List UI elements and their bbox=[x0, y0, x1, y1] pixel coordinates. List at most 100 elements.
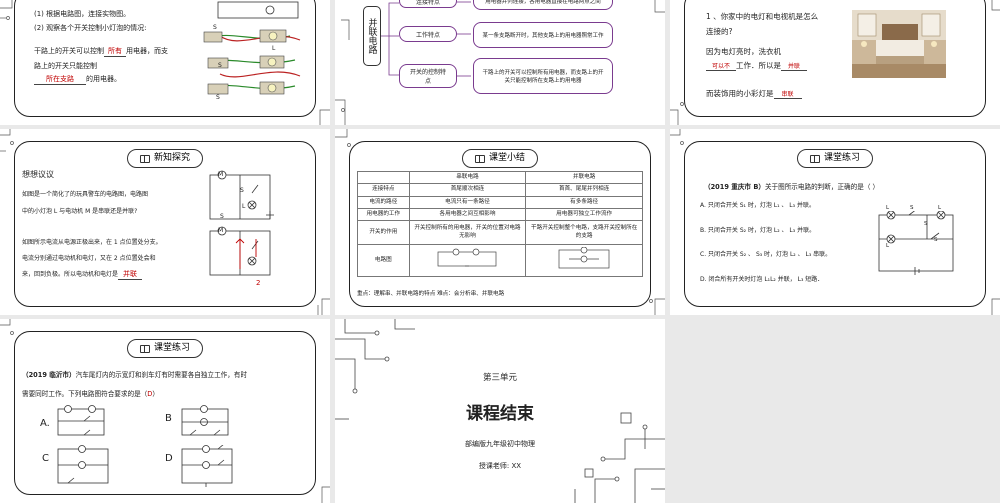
section-tag: 课堂小结 bbox=[461, 149, 539, 168]
label-s3: S bbox=[934, 237, 938, 243]
question-2: (2) 观察各个开关控制小灯泡的情况: bbox=[34, 24, 147, 32]
question-line-1: 1 、你家中的电灯和电视机是怎么 bbox=[706, 12, 819, 21]
answer-blank-3: 串联 bbox=[773, 89, 802, 99]
circuit-decoration bbox=[670, 0, 1000, 125]
answer-blank-1: 所有 bbox=[104, 46, 126, 57]
row2-right: 某一条支路断开时，其他支路上的用电器照常工作 bbox=[473, 22, 613, 48]
slide-6[interactable]: 课堂练习 （2019 重庆市 B）关于图所示电路的判断，正确的是（ ） A. 只… bbox=[670, 129, 1000, 315]
label-s1: S bbox=[218, 62, 222, 69]
option-c-circuit bbox=[57, 445, 109, 484]
question-line-2: 连接的? bbox=[706, 27, 733, 36]
option-c-label[interactable]: C bbox=[42, 453, 49, 464]
label-l1: L bbox=[272, 45, 276, 52]
parallel-circuit-diagram bbox=[525, 244, 643, 278]
label-motor-2: M bbox=[218, 227, 224, 234]
option-a[interactable]: A. 只闭合开关 S₁ 时，灯泡 L₁ 、 L₃ 并联。 bbox=[700, 202, 815, 209]
table-row: 电流的路径电流只有一条路径有多条路径 bbox=[357, 195, 643, 209]
paragraph-4: 电流分别通过电动机和电灯，又在 2 点位置处会和 bbox=[22, 255, 156, 262]
label-motor-1: M bbox=[218, 171, 224, 178]
label-l1: L bbox=[886, 205, 890, 211]
flowchart-connectors bbox=[381, 2, 399, 76]
parallel-circuit-label: 并联电路 bbox=[363, 6, 381, 66]
label-s2: S bbox=[216, 94, 220, 101]
option-d[interactable]: D. 闭合所有开关时灯泡 L₁L₂ 并联， L₃ 短路． bbox=[700, 276, 824, 283]
circuit-decoration bbox=[0, 129, 330, 315]
content-panel bbox=[14, 141, 316, 307]
book-icon bbox=[474, 154, 485, 163]
question: （2019 重庆市 B）关于图所示电路的判断，正确的是（ ） bbox=[704, 183, 880, 191]
label-s2: S bbox=[924, 221, 928, 227]
toy-car-circuit-diagrams bbox=[209, 170, 274, 276]
answer-blank: 并联 bbox=[118, 269, 143, 280]
answer: D bbox=[147, 390, 153, 398]
section-title: 想想议议 bbox=[22, 170, 54, 179]
book-icon bbox=[139, 154, 150, 163]
fill-line-3: 所在支路的用电器。 bbox=[34, 74, 121, 85]
label-l2: L bbox=[886, 243, 890, 249]
option-b[interactable]: B. 只闭合开关 S₂ 时，灯泡 L₂ 、 L₃ 并联。 bbox=[700, 227, 816, 234]
circuit-decoration bbox=[0, 0, 330, 125]
section-tag: 课堂练习 bbox=[796, 149, 874, 168]
circuit-decoration bbox=[670, 129, 1000, 315]
circuit-decoration bbox=[335, 319, 665, 503]
content-panel bbox=[684, 141, 986, 307]
summary-footer: 重点：理解串、并联电路的特点 难点：会分析串、并联电路 bbox=[357, 291, 505, 297]
slide-5[interactable]: 课堂小结 串联电路 并联电路 连接特点首尾顺次相连首首、尾尾并列相连 电流的路径… bbox=[335, 129, 665, 315]
section-tag: 课堂练习 bbox=[126, 339, 204, 358]
answer-blank-2: 所在支路 bbox=[34, 74, 86, 85]
summary-table: 串联电路 并联电路 连接特点首尾顺次相连首首、尾尾并列相连 电流的路径电流只有一… bbox=[357, 170, 643, 278]
label-s: S bbox=[213, 24, 217, 31]
paragraph-2: 中的小灯泡 L 与电动机 M 是串联还是并联? bbox=[22, 208, 138, 215]
option-d-circuit bbox=[181, 445, 233, 487]
option-c[interactable]: C. 只闭合开关 S₂ 、 S₃ 时，灯泡 L₂ 、 L₃ 串联。 bbox=[700, 251, 832, 258]
slide-3[interactable]: 1 、你家中的电灯和电视机是怎么 连接的? 因为电灯亮时，洗衣机 可以不工作．所… bbox=[670, 0, 1000, 125]
flowchart-arrows bbox=[457, 1, 471, 77]
label-point-2: 2 bbox=[256, 279, 261, 287]
fill-line-1: 干路上的开关可以控制所有用电器，而支 bbox=[34, 46, 168, 57]
section-tag: 新知探究 bbox=[126, 149, 204, 168]
circuit-decoration bbox=[335, 129, 665, 315]
answer-line-2: 可以不工作．所以是并联 bbox=[706, 60, 807, 71]
option-d-label[interactable]: D bbox=[165, 453, 173, 464]
table-row: 连接特点首尾顺次相连首首、尾尾并列相连 bbox=[357, 183, 643, 197]
circuit-decoration bbox=[335, 0, 665, 125]
question-1: (1) 根据电路图，连接实物图。 bbox=[34, 10, 131, 18]
bedroom-photo bbox=[852, 10, 946, 78]
question-line-2: 需要同时工作。下列电路图符合要求的是（D） bbox=[22, 390, 159, 398]
fill-line-2: 路上的开关只能控制 bbox=[34, 62, 97, 70]
slide-7[interactable]: 课堂练习 （2019 临沂市）汽车尾灯内的示宽灯和刹车灯有时需要各自独立工作，有… bbox=[0, 319, 330, 503]
row2-left: 工作特点 bbox=[399, 26, 457, 42]
row1-left: 连接特点 bbox=[399, 0, 457, 8]
exercise-circuit-diagram bbox=[878, 211, 954, 275]
content-panel bbox=[14, 331, 316, 495]
option-a-circuit bbox=[57, 405, 105, 436]
end-title: 课程结束 bbox=[466, 404, 534, 424]
label-s2: S bbox=[220, 213, 224, 220]
answer-line-1: 因为电灯亮时，洗衣机 bbox=[706, 47, 781, 56]
table-row: 开关的作用开关控制所有的用电器，开关的位置对电路无影响干路开关控制整个电路，支路… bbox=[357, 220, 643, 246]
row3-right: 干路上的开关可以控制所有用电器，而支路上的开关只能控制所在支路上的用电器 bbox=[473, 58, 613, 94]
option-b-label[interactable]: B bbox=[165, 413, 172, 424]
series-circuit-diagram bbox=[408, 244, 527, 278]
option-b-circuit bbox=[181, 405, 229, 436]
slide-1[interactable]: (1) 根据电路图，连接实物图。 (2) 观察各个开关控制小灯泡的情况: 干路上… bbox=[0, 0, 330, 125]
label-l3: L bbox=[938, 205, 942, 211]
circuit-diagram-top bbox=[203, 1, 301, 95]
row1-right: 用电器并列连接，各用电器直接在电路两点之间 bbox=[473, 0, 613, 10]
answer-blank-2: 并联 bbox=[781, 61, 807, 71]
slide-4[interactable]: 新知探究 想想议议 如图是一个简化了的玩具警车的电路图，电路图 中的小灯泡 L … bbox=[0, 129, 330, 315]
teacher-label: 授课老师: XX bbox=[478, 462, 522, 470]
slide-2[interactable]: 并联电路 连接特点 用电器并列连接，各用电器直接在电路两点之间 工作特点 某一条… bbox=[335, 0, 665, 125]
book-icon bbox=[809, 154, 820, 163]
paragraph-5: 来，回到负极。所以电动机和电灯是并联 bbox=[22, 269, 143, 280]
paragraph-1: 如图是一个简化了的玩具警车的电路图，电路图 bbox=[22, 191, 149, 198]
circuit-decoration bbox=[0, 319, 330, 503]
option-a-label[interactable]: A. bbox=[40, 418, 50, 429]
answer-blank-1: 可以不 bbox=[706, 61, 736, 71]
row3-left: 开关的控制特点 bbox=[399, 64, 457, 88]
slide-8[interactable]: 第三单元 课程结束 部编版九年级初中物理 授课老师: XX bbox=[335, 319, 665, 503]
label-s1: S bbox=[240, 187, 244, 194]
paragraph-3: 如图所示电流从电源正极出来，在 1 点位置处分支。 bbox=[22, 239, 162, 246]
book-icon bbox=[139, 344, 150, 353]
course-subtitle: 部编版九年级初中物理 bbox=[465, 440, 535, 448]
